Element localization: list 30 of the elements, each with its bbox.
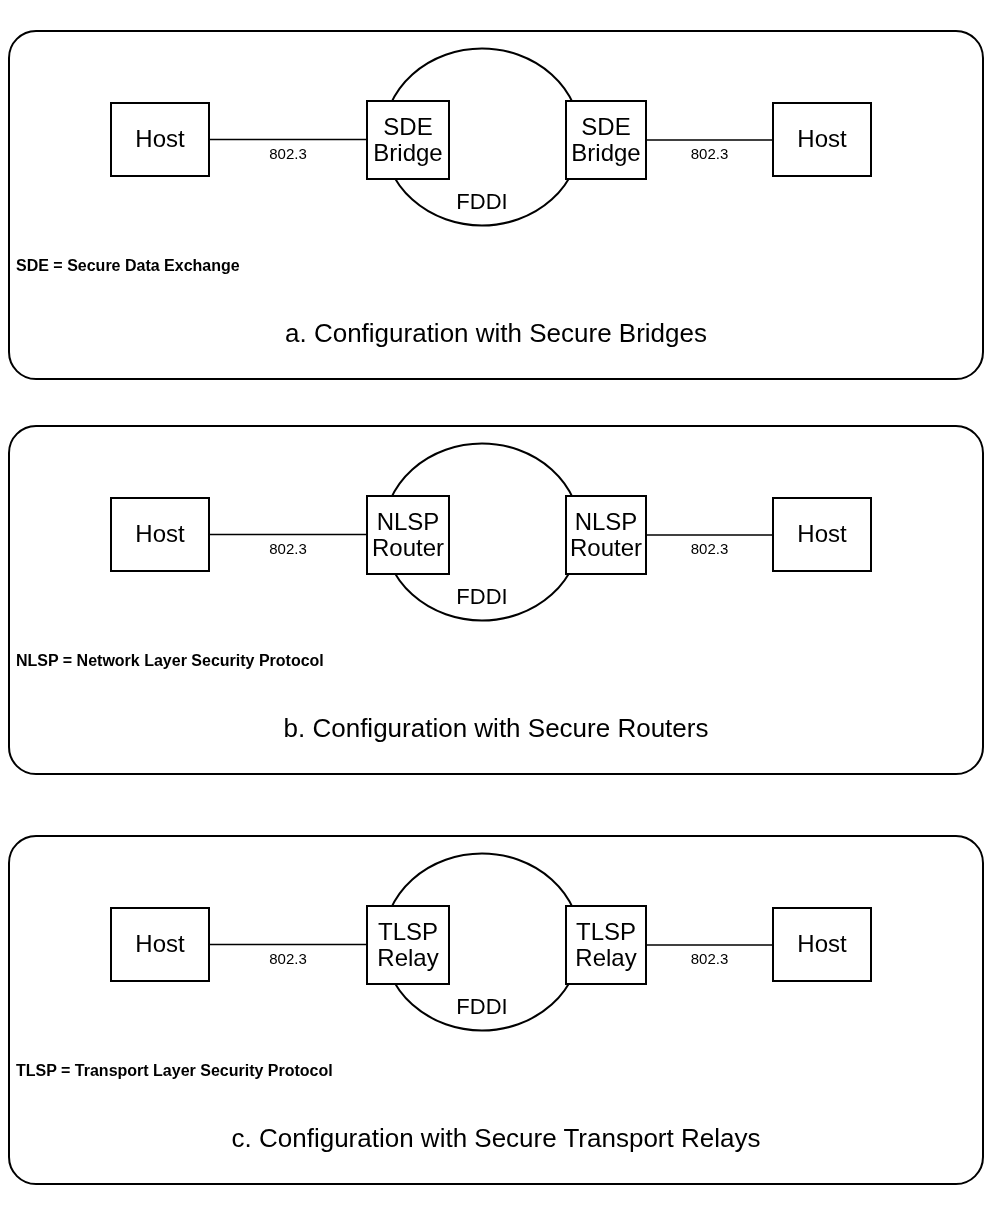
host-box: Host [110, 497, 210, 572]
panel-frame [8, 425, 984, 775]
network-label: FDDI [456, 188, 508, 216]
connector-line [209, 533, 367, 536]
host-box: Host [110, 102, 210, 177]
device-box: NLSP Router [565, 495, 647, 575]
device-box: TLSP Relay [565, 905, 647, 985]
device-box: TLSP Relay [366, 905, 450, 985]
host-box: Host [110, 907, 210, 982]
connector-line [646, 139, 773, 141]
panel-caption: c. Configuration with Secure Transport Relays [230, 1122, 762, 1155]
host-box: Host [772, 907, 872, 982]
network-label: FDDI [456, 583, 508, 611]
connector-line [209, 138, 367, 141]
abbreviation-note: TLSP = Transport Layer Security Protocol [16, 1061, 333, 1081]
host-box: Host [772, 102, 872, 177]
abbreviation-note: SDE = Secure Data Exchange [16, 256, 240, 276]
abbreviation-note: NLSP = Network Layer Security Protocol [16, 651, 324, 671]
network-label: FDDI [456, 993, 508, 1021]
panel-frame [8, 30, 984, 380]
device-box: NLSP Router [366, 495, 450, 575]
panel-frame [8, 835, 984, 1185]
connector-line [646, 944, 773, 946]
connector-line [646, 534, 773, 536]
device-box: SDE Bridge [565, 100, 647, 180]
panel-caption: b. Configuration with Secure Routers [282, 712, 710, 745]
panel-caption: a. Configuration with Secure Bridges [284, 317, 708, 350]
host-box: Host [772, 497, 872, 572]
connector-line [209, 943, 367, 946]
device-box: SDE Bridge [366, 100, 450, 180]
